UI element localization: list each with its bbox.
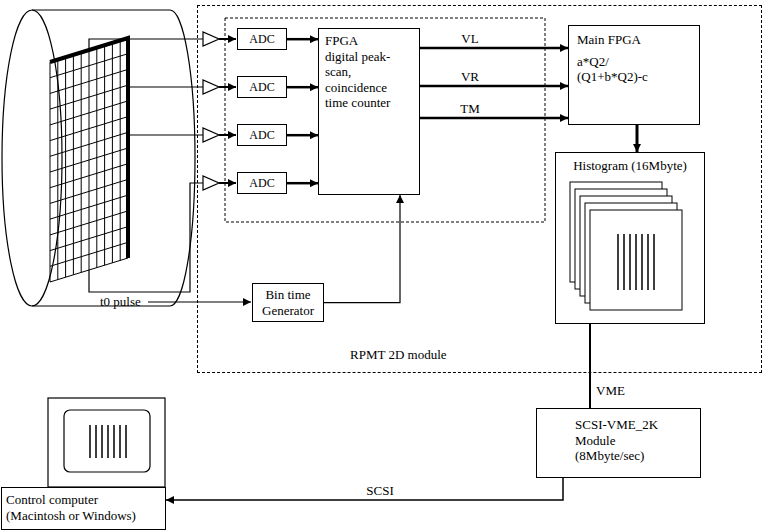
node-title: ADC	[238, 32, 286, 46]
main-fpga-box: Main FPGA a*Q2/ (Q1+b*Q2)-c	[568, 25, 700, 125]
node-title: ADC	[238, 128, 286, 142]
signal-arrow	[287, 86, 318, 89]
node-title: FPGA digital peak-scan, coincidence time…	[325, 33, 393, 111]
monitor-screen	[64, 410, 150, 472]
signal-arrow	[420, 117, 568, 120]
amplifier-symbol	[203, 80, 219, 94]
histogram-page	[590, 210, 682, 310]
node-title: SCSI-VME_2K Module (8Mbyte/sec)	[575, 417, 667, 464]
signal-arrow	[636, 125, 639, 152]
amp-arrow	[219, 182, 236, 184]
signal-arrow	[287, 182, 318, 185]
wire-grid	[50, 40, 128, 282]
amplifier-symbols	[203, 32, 219, 190]
module-outline: RPMT 2D module ADC ADC ADC ADC FPGA digital p…	[197, 5, 762, 373]
t0-arrow	[148, 301, 251, 302]
grid-frame	[50, 38, 128, 258]
signal-arrow	[420, 85, 568, 88]
amp-arrow	[219, 86, 236, 88]
amp-arrow	[219, 38, 236, 40]
signal-arrow	[420, 47, 568, 50]
node-title: Main FPGA	[577, 32, 691, 48]
histogram-pages	[570, 182, 682, 310]
adc-box: ADC	[237, 28, 287, 50]
signal-arrow	[166, 478, 563, 500]
detector-cylinder	[2, 10, 195, 306]
node-title: RPMT 2D module	[350, 347, 761, 363]
amplifier-symbol	[203, 32, 219, 46]
adc-box: ADC	[237, 124, 287, 146]
signal-arrow	[589, 324, 591, 408]
timer-box: Bin time Generator	[252, 283, 324, 322]
node-title: Bin time Generator	[257, 287, 319, 318]
signal-arrow	[324, 195, 400, 303]
amplifier-symbol	[203, 128, 219, 142]
node-title: Histogram (16Mbyte)	[560, 158, 700, 174]
signal-name: SCSI	[366, 483, 393, 499]
cylinder-body	[32, 10, 195, 306]
interface-box: SCSI-VME_2K Module (8Mbyte/sec)	[536, 408, 701, 478]
cylinder-end	[2, 10, 62, 306]
histogram-lines	[618, 234, 654, 290]
signal-name: VL	[461, 31, 478, 47]
signal-name: VR	[461, 69, 479, 85]
signal-arrow	[287, 38, 318, 41]
node-title: ADC	[238, 80, 286, 94]
monitor-frame	[48, 398, 165, 487]
signal-name: TM	[460, 101, 480, 117]
fpga-box: FPGA digital peak-scan, coincidence time…	[318, 28, 420, 195]
amplifier-symbol	[203, 176, 219, 190]
node-title: Control computer (Macintosh or Windows)	[6, 492, 146, 523]
node-title: ADC	[238, 176, 286, 190]
signal-label: t0 pulse	[100, 294, 141, 310]
adc-box: ADC	[237, 172, 287, 194]
computer-box: Control computer (Macintosh or Windows)	[1, 487, 166, 530]
amp-arrow	[219, 134, 236, 136]
signal-wires	[89, 39, 203, 292]
histogram-box: Histogram (16Mbyte)	[555, 152, 705, 324]
node-body: a*Q2/ (Q1+b*Q2)-c	[577, 54, 659, 85]
screen-lines	[90, 425, 126, 458]
adc-box: ADC	[237, 76, 287, 98]
signal-arrow	[287, 134, 318, 137]
signal-name: VME	[596, 383, 625, 399]
